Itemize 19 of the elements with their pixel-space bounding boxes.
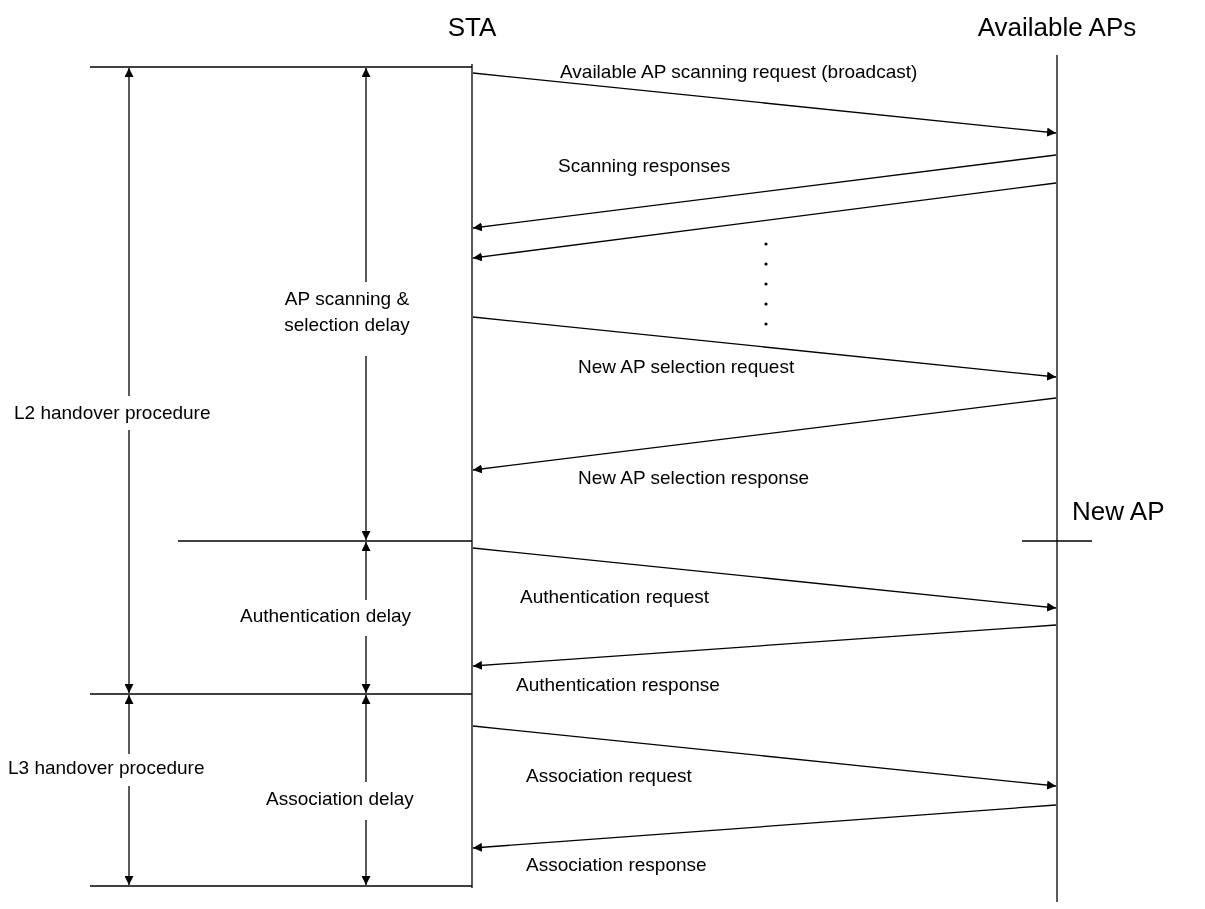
message-arrow xyxy=(472,316,1057,381)
lifeline-header: Available APs xyxy=(976,12,1138,42)
message-arrow xyxy=(472,397,1057,474)
message-arrow xyxy=(472,547,1057,612)
edge-label: Association request xyxy=(526,764,692,788)
message-arrow xyxy=(472,725,1057,790)
edge-label: Association response xyxy=(526,853,707,877)
message-arrow xyxy=(472,624,1057,670)
message-arrow xyxy=(472,182,1057,262)
edge-label: Authentication response xyxy=(516,673,720,697)
message-arrow xyxy=(472,804,1057,852)
message-arrow xyxy=(472,154,1057,232)
edge-label: Authentication request xyxy=(520,585,710,609)
edge-label: Scanning responses xyxy=(558,154,731,178)
message-arrow xyxy=(472,72,1057,137)
edge-label: Available AP scanning request (broadcast) xyxy=(560,60,918,84)
lifeline-header: STA xyxy=(446,12,498,42)
edge-label: New AP selection response xyxy=(578,466,809,490)
edge-label: New AP selection request xyxy=(578,355,795,379)
